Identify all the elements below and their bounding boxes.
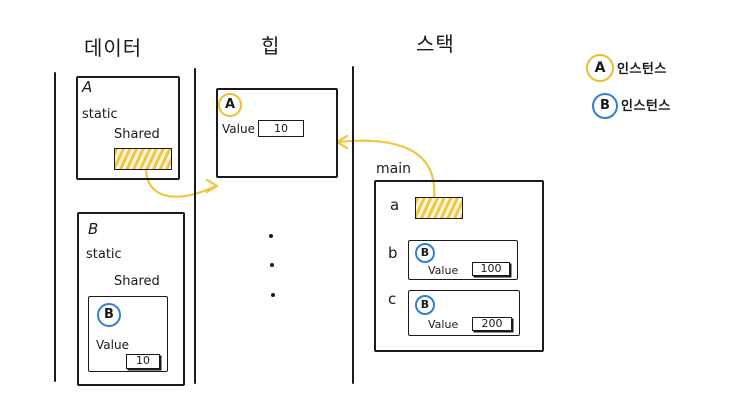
heap-ellipsis-dot-3 bbox=[271, 293, 275, 297]
stack-var-c-value-label: Value bbox=[428, 318, 459, 331]
class-b-instance-marker: B bbox=[97, 303, 121, 327]
stack-var-b-value-field: 100 bbox=[472, 262, 510, 276]
class-a-name: A bbox=[82, 78, 93, 96]
heap-ellipsis-dot-2 bbox=[270, 263, 274, 267]
class-b-shared-label: Shared bbox=[114, 274, 160, 289]
data-heading: 데이터 bbox=[84, 36, 143, 60]
class-b-static-label: static bbox=[86, 247, 122, 262]
stack-var-c-value-field: 200 bbox=[472, 317, 512, 331]
class-b-value-field: 10 bbox=[126, 354, 160, 369]
heap-value-label: Value bbox=[222, 122, 255, 136]
stack-var-b-name: b bbox=[388, 244, 398, 262]
class-a-static-label: static bbox=[82, 107, 118, 122]
main-frame-box bbox=[374, 180, 544, 352]
class-b-shared-instance-box bbox=[88, 296, 168, 372]
class-b-name: B bbox=[88, 220, 99, 238]
class-a-shared-label: Shared bbox=[114, 127, 160, 142]
shared-to-heap-arrow bbox=[144, 166, 218, 198]
stack-var-a-reference bbox=[415, 197, 463, 219]
shared-to-heap-arrowhead bbox=[205, 178, 219, 194]
legend-b-label: 인스턴스 bbox=[621, 99, 671, 114]
class-a-shared-field bbox=[114, 148, 172, 170]
legend-a-marker: A bbox=[586, 54, 614, 82]
stack-a-to-heap-arrow bbox=[336, 139, 436, 200]
stack-var-c-instance-marker: B bbox=[415, 295, 435, 315]
heap-ellipsis-dot-1 bbox=[269, 234, 273, 238]
stack-heading: 스택 bbox=[416, 32, 455, 56]
legend-b-marker: B bbox=[592, 93, 618, 119]
heap-instance-a-marker: A bbox=[218, 93, 242, 117]
stack-frame-label: main bbox=[376, 161, 411, 177]
heap-heading: 힙 bbox=[261, 34, 281, 58]
class-b-value-label: Value bbox=[96, 338, 129, 352]
divider-data-heap bbox=[194, 68, 196, 384]
heap-instance-a-box bbox=[216, 88, 338, 178]
heap-value-field: 10 bbox=[258, 120, 304, 137]
stack-var-b-box bbox=[408, 240, 518, 280]
class-b-box bbox=[77, 212, 185, 386]
stack-var-c-box bbox=[408, 290, 520, 336]
stack-var-b-value-label: Value bbox=[428, 264, 459, 277]
stack-var-c-name: c bbox=[388, 290, 397, 308]
legend-a-label: 인스턴스 bbox=[617, 62, 667, 77]
divider-left bbox=[54, 72, 56, 382]
divider-heap-stack bbox=[352, 66, 354, 384]
stack-var-b-instance-marker: B bbox=[415, 243, 435, 263]
stack-var-a-name: a bbox=[390, 196, 400, 214]
class-a-box bbox=[76, 76, 180, 180]
